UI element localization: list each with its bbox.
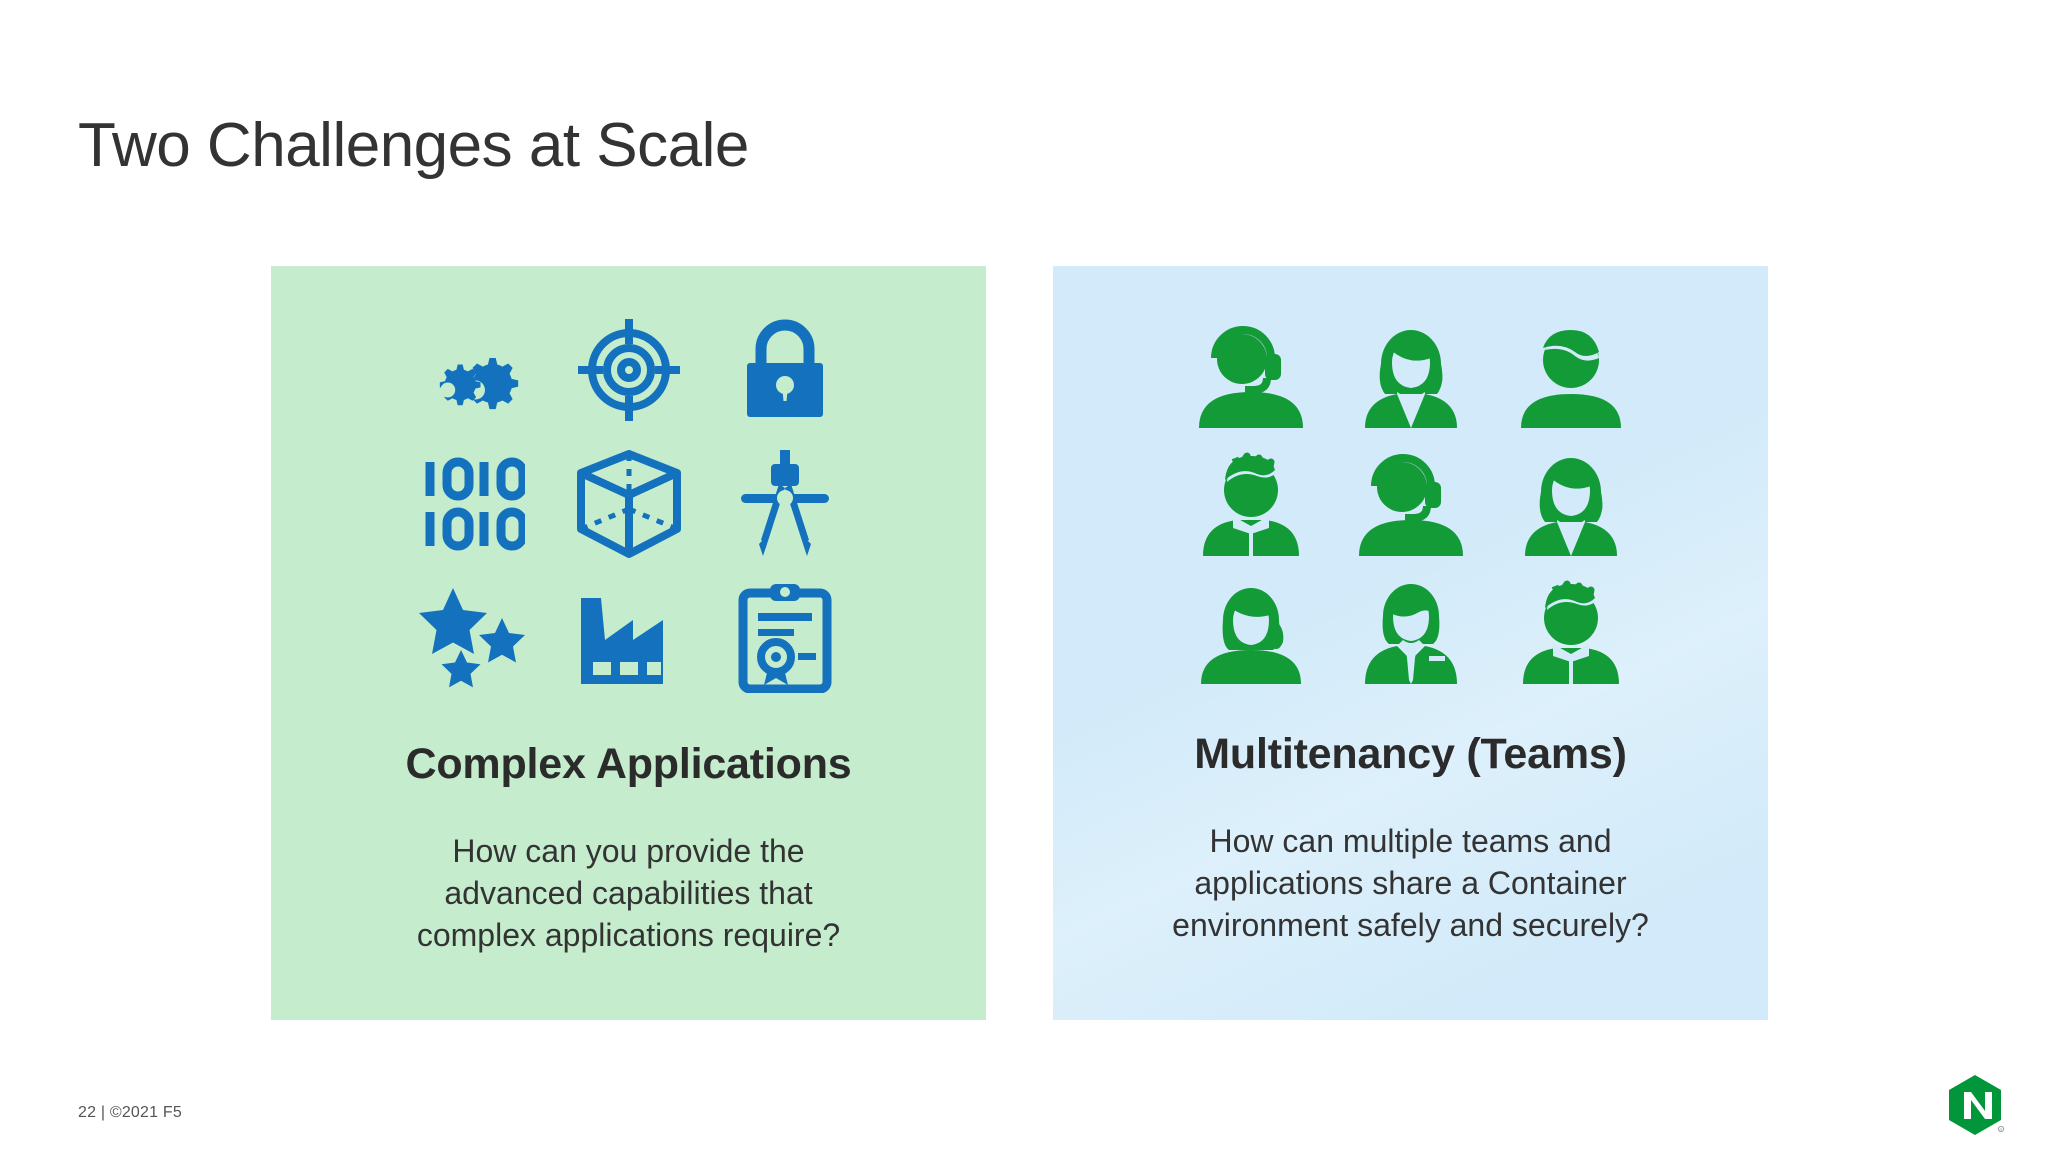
nginx-logo-icon: R: [1944, 1073, 2006, 1139]
person-woman-blazer-icon: [1512, 446, 1630, 558]
person-woman-suit-icon: [1352, 318, 1470, 430]
gears-icon: [409, 310, 537, 430]
wireframe-cube-icon: [565, 444, 693, 564]
padlock-icon: [721, 310, 849, 430]
person-woman-ponytail-icon: [1192, 574, 1310, 686]
factory-icon: [565, 578, 693, 698]
binary-code-icon: [409, 444, 537, 564]
svg-text:R: R: [2000, 1127, 2003, 1132]
page-title: Two Challenges at Scale: [78, 111, 749, 180]
clipboard-award-icon: [721, 578, 849, 698]
person-headset-icon: [1192, 318, 1310, 430]
person-spiky-bowtie-icon: [1512, 574, 1630, 686]
person-man-tie-icon: [1352, 574, 1470, 686]
person-spiky-bowtie-icon: [1192, 446, 1310, 558]
card-multitenancy-teams: Multitenancy (Teams) How can multiple te…: [1053, 266, 1768, 1020]
icon-grid-complex-applications: [409, 308, 849, 700]
people-icon-grid-multitenancy: [1186, 314, 1636, 690]
person-man-short-hair-icon: [1512, 318, 1630, 430]
card-complex-applications: Complex Applications How can you provide…: [271, 266, 986, 1020]
card-heading: Multitenancy (Teams): [1194, 730, 1627, 778]
target-icon: [565, 310, 693, 430]
footer-slide-number-copyright: 22 | ©2021 F5: [78, 1104, 182, 1121]
stars-icon: [409, 578, 537, 698]
card-body-text: How can multiple teams and applications …: [1172, 823, 1649, 943]
drafting-compass-icon: [721, 444, 849, 564]
person-headset-icon: [1352, 446, 1470, 558]
card-body-text: How can you provide the advanced capabil…: [416, 833, 841, 953]
card-heading: Complex Applications: [405, 740, 852, 788]
